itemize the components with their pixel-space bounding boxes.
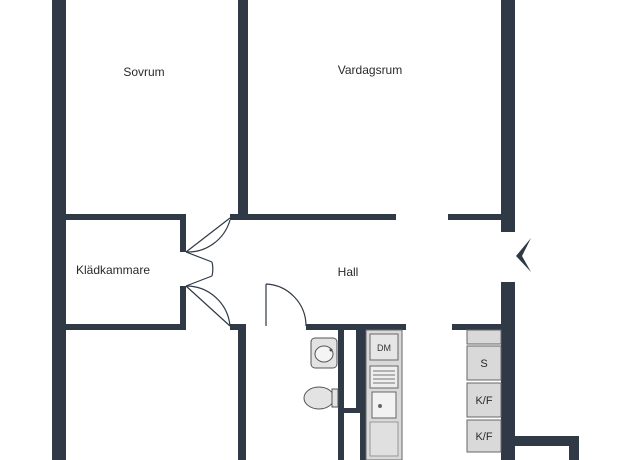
kitchen-sink-drain-icon <box>378 404 382 408</box>
stove-icon <box>369 365 399 389</box>
dishwasher-label: DM <box>377 343 391 353</box>
wall-sovrum-vardagsrum <box>238 0 248 218</box>
cabinet-s <box>466 345 502 381</box>
cabinet-kf-2-label: K/F <box>475 431 492 443</box>
door-kladkammare-upper <box>185 217 231 253</box>
wall-right-exterior-upper <box>501 0 515 232</box>
wall-bath-right <box>338 324 344 460</box>
walls <box>52 0 579 460</box>
wall-bottom-right-corner <box>569 436 579 460</box>
counter-bottom <box>369 421 399 457</box>
cabinet-kf-2 <box>466 419 502 453</box>
wall-hall-bottom-left <box>230 324 246 330</box>
door-bathroom-arc <box>265 283 307 327</box>
wall-hall-top-right <box>448 214 503 220</box>
toilet-tank-icon <box>331 388 339 408</box>
wall-left-exterior <box>52 0 66 460</box>
room-label-vardagsrum: Vardagsrum <box>337 63 403 77</box>
wall-kladkammare-right-bottom <box>180 286 186 330</box>
cabinet-kf-1 <box>466 382 502 418</box>
room-label-hall: Hall <box>337 265 359 279</box>
wall-kitchen-top-right <box>452 324 503 330</box>
door-kladkammare-upper-arc <box>185 219 231 253</box>
wall-kladkammare-right-top <box>180 214 186 252</box>
bathroom-fixtures <box>303 337 339 410</box>
sink-basin-icon <box>314 345 334 363</box>
kitchen-counter: DM <box>365 329 403 460</box>
wall-bath-top <box>306 324 406 330</box>
door-klad-leaf-arc <box>211 261 214 277</box>
door-kladkammare-lower <box>185 285 231 327</box>
doors <box>185 217 307 327</box>
cabinet-top-strip <box>466 329 502 345</box>
room-label-kladkammare: Klädkammare <box>75 263 151 277</box>
dishwasher-box <box>369 333 399 361</box>
room-label-sovrum: Sovrum <box>123 65 165 79</box>
door-klad-leaf-1 <box>185 251 213 263</box>
door-kladkammare-lower-arc <box>185 285 231 327</box>
cabinet-s-label: S <box>480 358 487 370</box>
wall-right-exterior-lower <box>501 282 515 460</box>
wall-bottom-right-step <box>501 436 579 446</box>
cabinets: S K/F K/F <box>466 329 502 453</box>
wall-bath-inner-bottom <box>338 408 360 413</box>
door-klad-leaf-2 <box>185 275 213 287</box>
wall-kladkammare-bottom <box>66 324 186 330</box>
wall-kitchen-left <box>360 330 366 460</box>
sink-tap-icon <box>329 348 333 352</box>
toilet-icon <box>303 386 335 410</box>
entrance-arrow-icon <box>516 238 531 272</box>
kitchen-sink-icon <box>371 391 397 419</box>
wall-kladkammare-top <box>66 214 186 220</box>
wall-lower-divider <box>238 324 246 460</box>
cabinet-kf-1-label: K/F <box>475 395 492 407</box>
wall-bath-inner <box>356 330 360 412</box>
wall-hall-top-left <box>230 214 396 220</box>
